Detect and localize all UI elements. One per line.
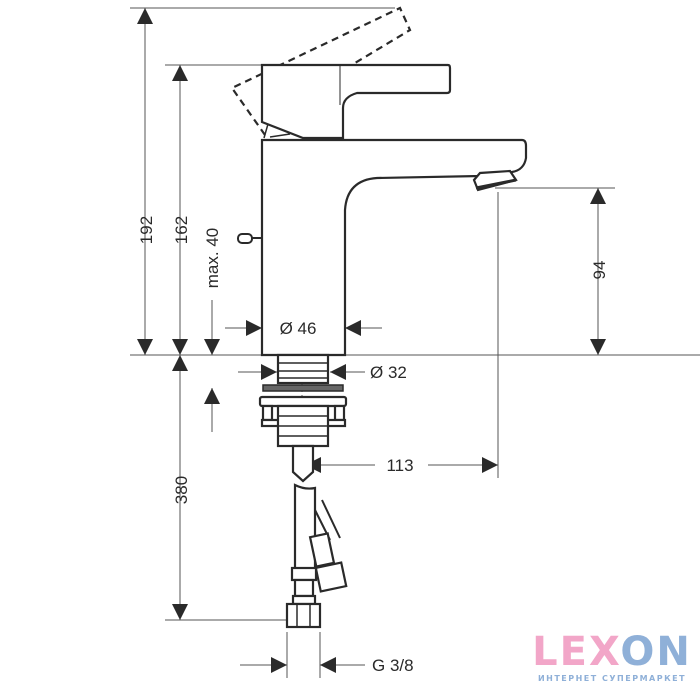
label-162: 162 (172, 216, 191, 244)
dimension-g38 (240, 657, 365, 673)
logo-word-blue: ON (620, 629, 692, 675)
raised-lever-outline (230, 6, 412, 136)
logo-tagline: ИНТЕРНЕТ СУПЕРМАРКЕТ (537, 674, 687, 683)
dimension-94 (590, 188, 606, 355)
faucet-body (260, 138, 528, 357)
logo-word-pink: LEX (532, 629, 621, 675)
dimension-32 (238, 364, 365, 380)
dimension-46 (225, 320, 382, 336)
popup-rod-knob (237, 233, 262, 244)
label-46: Ø 46 (280, 319, 317, 338)
label-113: 113 (386, 456, 413, 475)
supply-hoses (285, 444, 348, 629)
dimension-380 (172, 355, 188, 620)
label-32: Ø 32 (370, 363, 407, 382)
extension-lines (130, 7, 700, 678)
label-94: 94 (590, 261, 609, 280)
dimension-192 (137, 8, 153, 355)
label-192: 192 (137, 216, 156, 244)
dimension-max40 (204, 300, 220, 432)
threaded-shank (258, 353, 348, 448)
dimension-162 (172, 65, 188, 355)
label-g38: G 3/8 (372, 656, 414, 675)
handle (260, 63, 452, 140)
lexon-logo: LEXON ИНТЕРНЕТ СУПЕРМАРКЕТ (532, 632, 692, 683)
label-max40: max. 40 (203, 228, 222, 288)
label-380: 380 (172, 476, 191, 504)
